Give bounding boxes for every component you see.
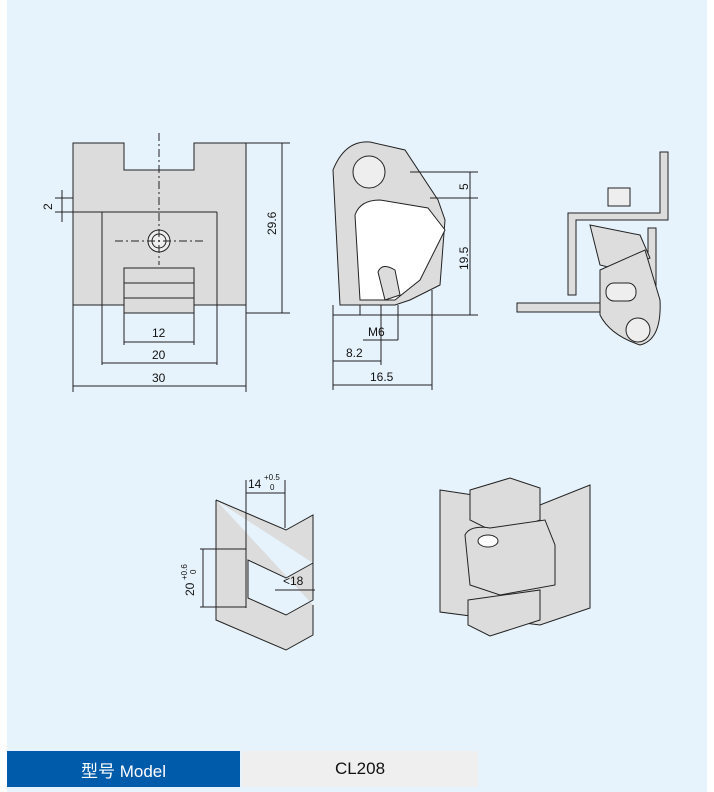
model-value: CL208 [242,751,478,787]
dim-top: 5 [457,183,471,190]
dim-width-30: 30 [152,371,166,385]
dim-height: 29.6 [265,211,279,235]
dim-8-2: 8.2 [346,346,363,360]
front-view: 29.6 2 12 20 30 [41,133,290,392]
tol-20-lower: 0 [189,569,198,574]
isometric-view [439,477,591,637]
dim-width-20: 20 [152,348,166,362]
dim-20: 20 [183,582,197,596]
dim-14: 14 [248,477,262,491]
dim-width-12: 12 [152,326,166,340]
drawing-panel [7,0,707,792]
section-view [516,151,669,346]
tol-20-upper: +0.6 [180,564,189,580]
model-table: 型号 Model CL208 [7,751,478,787]
dim-18: <18 [283,574,304,588]
tol-14-upper: +0.5 [264,473,280,482]
dim-offset: 2 [41,203,55,210]
cutout-view: 14 +0.5 0 20 +0.6 0 <18 [180,473,315,651]
tol-14-lower: 0 [270,483,275,492]
model-label: 型号 Model [7,751,240,787]
dim-height-side: 19.5 [457,246,471,270]
side-view: 5 19.5 M6 8.2 16.5 [332,141,478,390]
dim-thread: M6 [368,325,385,339]
dim-16-5: 16.5 [370,370,394,384]
